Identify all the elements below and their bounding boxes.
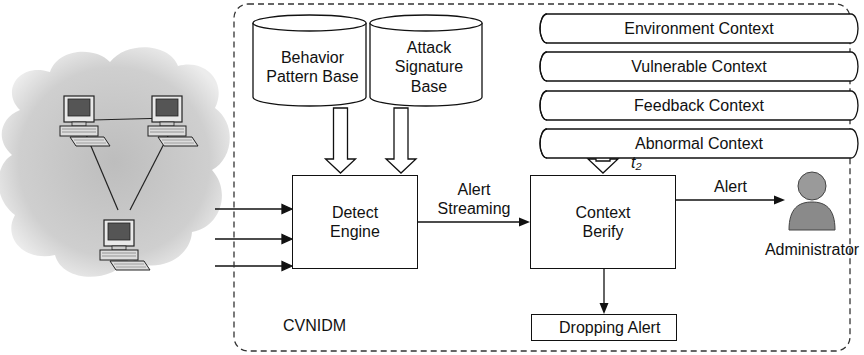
database-cylinder: Behavior Pattern Base <box>252 14 373 106</box>
administrator-actor: Administrator <box>762 168 862 260</box>
database-cylinder: Attack Signature Base <box>369 14 489 106</box>
scroll-body <box>540 91 858 120</box>
node-label: Administrator <box>762 240 862 259</box>
process-box: Dropping Alert <box>531 314 677 341</box>
connector <box>386 108 416 173</box>
node-label: Abnormal Context <box>635 134 763 153</box>
node-label: Context Berify <box>558 203 648 241</box>
cylinder-top <box>253 15 366 31</box>
scroll-body <box>540 129 858 158</box>
context-store: Feedback Context <box>540 90 858 121</box>
block-arrow <box>326 108 356 173</box>
connector <box>588 159 618 173</box>
cylinder-top <box>370 15 482 31</box>
context-store: Abnormal Context <box>540 128 858 159</box>
scroll-body <box>540 14 858 43</box>
scroll-end <box>540 14 547 43</box>
block-arrow <box>386 108 416 173</box>
system-name: CVNIDM <box>283 316 346 335</box>
edge-label: t₂ <box>631 153 642 172</box>
node-label: Attack Signature Base <box>377 38 481 96</box>
connector <box>326 108 356 173</box>
process-box: Context Berify <box>530 175 676 269</box>
scroll-end <box>540 52 547 81</box>
cylinder-body <box>370 23 482 106</box>
connector-line <box>676 199 776 200</box>
person-head <box>798 172 826 200</box>
scroll-end <box>540 129 547 158</box>
node-label: Detect Engine <box>310 203 400 241</box>
connector <box>676 196 785 205</box>
context-store: Vulnerable Context <box>540 51 858 82</box>
connector-line <box>418 221 521 222</box>
cylinder-body <box>253 23 366 106</box>
connector <box>600 269 609 314</box>
node-label: Environment Context <box>624 19 773 38</box>
node-label: Vulnerable Context <box>631 57 767 76</box>
context-store: Environment Context <box>540 13 858 44</box>
edge-label: Alert Streaming <box>434 180 514 218</box>
process-box: Detect Engine <box>292 175 418 269</box>
edge-label: Alert <box>691 177 771 196</box>
connector-line <box>603 269 604 305</box>
arrowhead <box>600 303 609 314</box>
scroll-end <box>540 91 547 120</box>
node-label: Feedback Context <box>634 96 764 115</box>
system-boundary: CVNIDM Behavior Pattern Base Attack Signat… <box>233 3 851 352</box>
arrowhead <box>519 218 530 227</box>
scroll-body <box>540 52 858 81</box>
node-label: Dropping Alert <box>559 318 649 337</box>
connector <box>418 218 530 227</box>
node-label: Behavior Pattern Base <box>260 48 365 86</box>
block-arrow <box>588 159 618 173</box>
arrowhead <box>774 196 785 205</box>
person-icon <box>785 168 839 232</box>
person-body <box>789 202 835 230</box>
